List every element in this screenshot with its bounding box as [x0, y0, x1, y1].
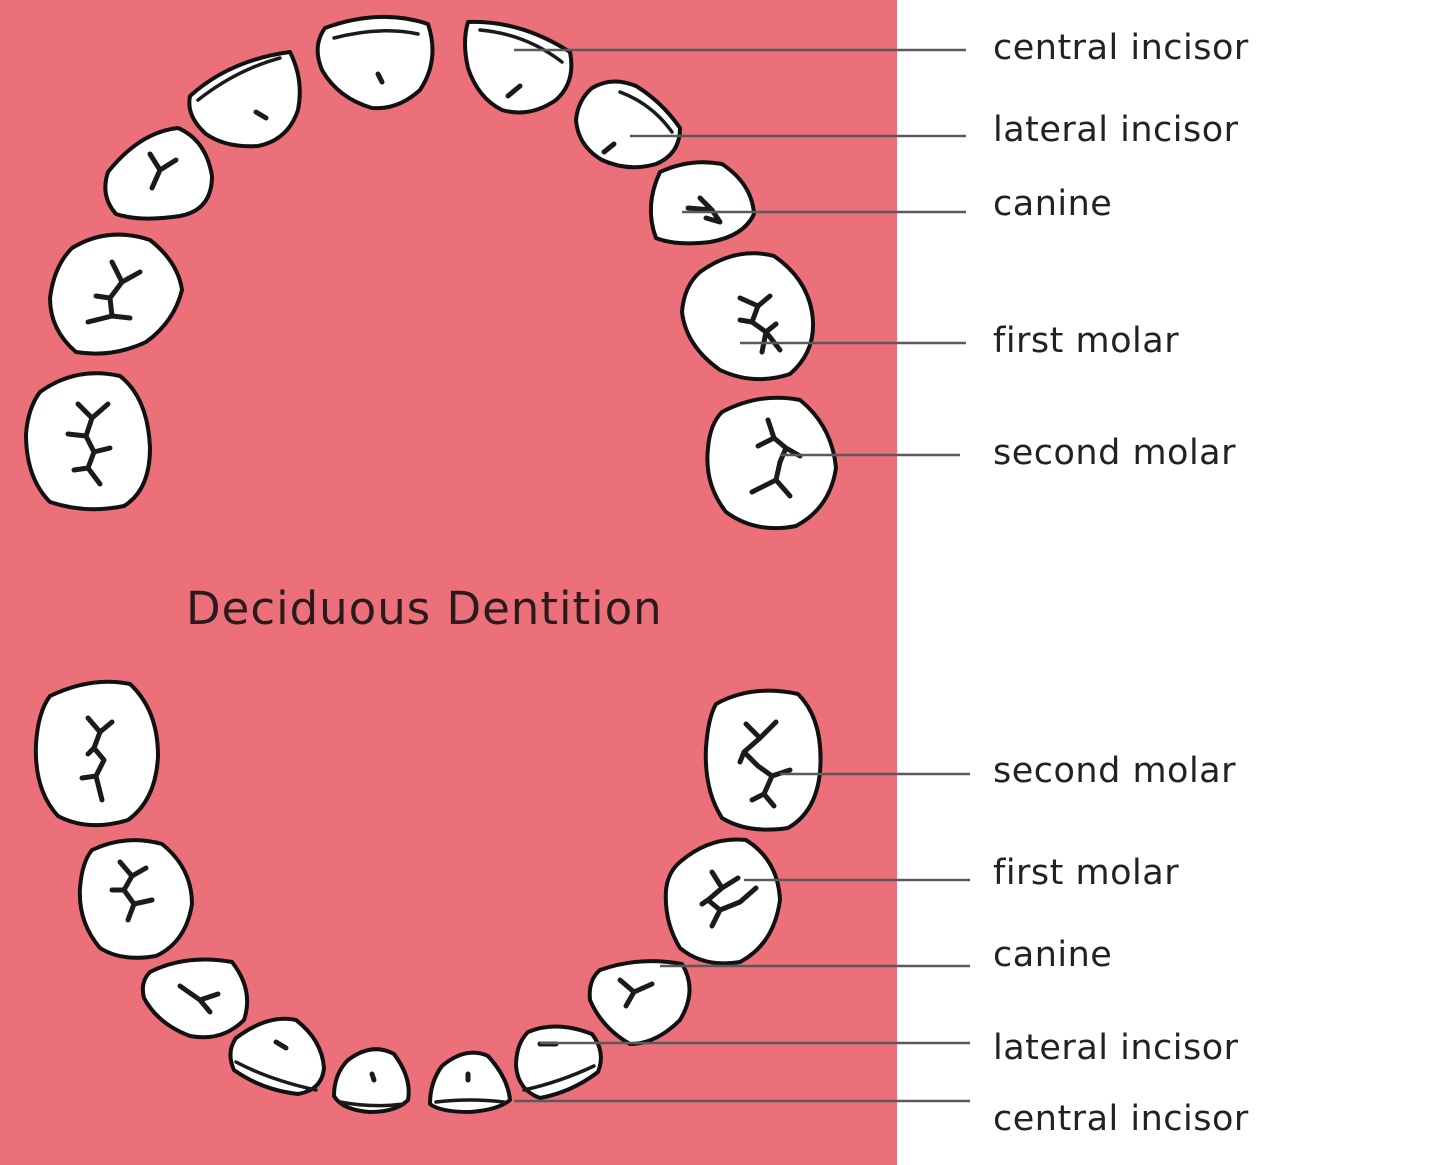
upper-left-lateral-incisor — [187, 50, 302, 149]
lower-right-first-molar — [663, 837, 782, 966]
upper-right-central-incisor — [463, 19, 574, 115]
upper-right-first-molar — [680, 251, 815, 382]
upper-left-second-molar — [24, 371, 152, 512]
upper-left-central-incisor — [315, 14, 435, 111]
lower-left-central-incisor — [332, 1047, 411, 1114]
diagram-title: Deciduous Dentition — [186, 582, 663, 635]
upper-right-lateral-incisor — [574, 79, 682, 170]
upper-right-canine — [648, 160, 756, 246]
label-lower-first-molar: first molar — [993, 853, 1180, 893]
label-lower-central-incisor: central incisor — [993, 1099, 1249, 1139]
label-upper-lateral-incisor: lateral incisor — [993, 110, 1239, 150]
lower-left-second-molar — [33, 679, 160, 828]
label-lower-lateral-incisor: lateral incisor — [993, 1028, 1239, 1068]
label-upper-canine: canine — [993, 184, 1113, 224]
lower-left-canine — [140, 957, 250, 1040]
label-lower-second-molar: second molar — [993, 751, 1237, 791]
label-upper-first-molar: first molar — [993, 321, 1180, 361]
lower-left-lateral-incisor — [228, 1016, 326, 1096]
upper-left-canine — [103, 126, 214, 221]
lower-right-lateral-incisor — [514, 1024, 603, 1100]
lower-left-first-molar — [77, 838, 194, 960]
label-upper-second-molar: second molar — [993, 433, 1237, 473]
label-lower-canine: canine — [993, 935, 1113, 975]
label-upper-central-incisor: central incisor — [993, 28, 1249, 68]
upper-right-second-molar — [705, 395, 838, 531]
upper-left-first-molar — [48, 232, 184, 356]
lower-right-second-molar — [703, 688, 823, 832]
lower-right-canine — [587, 959, 692, 1046]
lower-right-central-incisor — [428, 1050, 512, 1114]
